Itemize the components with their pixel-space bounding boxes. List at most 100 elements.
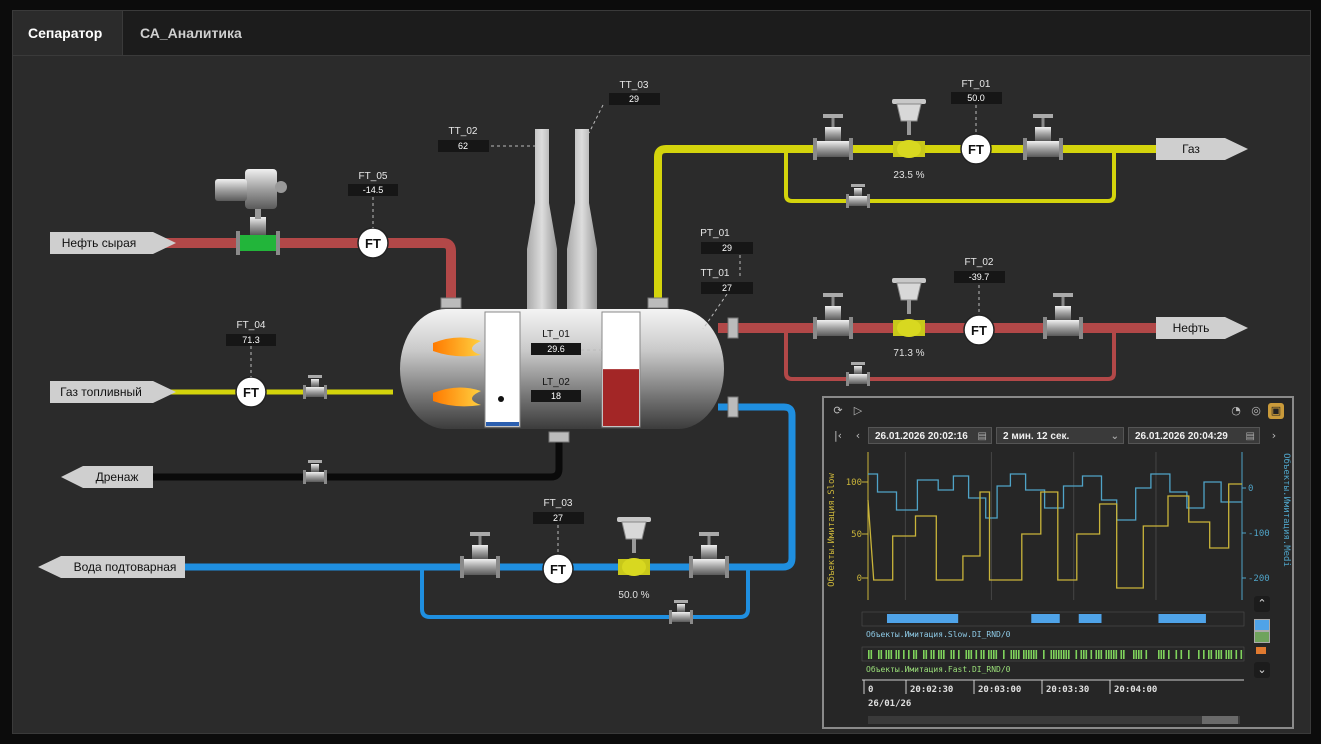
sensor-ft01[interactable]: FT_01 50.0 (951, 79, 1002, 104)
time-tick: 20:02:30 (910, 685, 953, 695)
label-fuel-gas: Газ топливный (50, 381, 176, 403)
sensor-ft03[interactable]: FT_03 27 (533, 498, 584, 524)
start-time-field[interactable]: 26.01.2026 20:02:16▤ (868, 427, 992, 444)
digital-fast-bar (1113, 650, 1115, 659)
legend-color-extra (1256, 647, 1266, 654)
sensor-lt01[interactable]: LT_01 29.6 (531, 329, 581, 355)
water-valve-position: 50.0 % (618, 590, 649, 601)
gas-outlet-pipe (654, 145, 1163, 306)
first-page-icon[interactable]: |‹ (833, 429, 843, 442)
water-valve-left[interactable] (460, 532, 500, 578)
legend-color-fast[interactable] (1254, 631, 1270, 643)
flowmeter-ft05[interactable]: FT (357, 227, 389, 259)
digital-fast-bar (1080, 650, 1083, 659)
scroll-up-icon[interactable]: ⌃ (1254, 596, 1270, 612)
digital-fast-bar (888, 650, 890, 659)
digital-fast-bar (943, 650, 945, 659)
horizontal-scrollbar[interactable] (868, 716, 1240, 724)
tab-separator[interactable]: Сепаратор (13, 11, 123, 55)
digital-fast-bar (1175, 650, 1178, 659)
scrollbar-thumb[interactable] (1202, 716, 1238, 724)
svg-text:FT: FT (550, 562, 566, 577)
digital-fast-bar (868, 650, 870, 659)
sensor-tt03[interactable]: TT_03 29 (609, 80, 660, 105)
tab-bar: Сепаратор СА_Аналитика (13, 11, 1310, 56)
oil-bypass-valve[interactable] (846, 362, 870, 386)
flowmeter-ft02[interactable]: FT (963, 314, 995, 346)
chevron-down-icon: ⌄ (1110, 431, 1119, 442)
digital-fast-bar (895, 650, 898, 659)
water-valve-right[interactable] (689, 532, 729, 578)
process-scheme: Нефть сырая Газ топливный Дренаж Вода по… (38, 79, 1248, 624)
sensor-ft05[interactable]: FT_05 -14.5 (348, 171, 398, 196)
gas-bypass-valve[interactable] (846, 184, 870, 208)
drain-valve[interactable] (303, 460, 327, 484)
prev-icon[interactable]: ‹ (855, 429, 861, 442)
digital-fast-bar (968, 650, 970, 659)
sensor-tt02[interactable]: TT_02 62 (438, 126, 489, 152)
digital-fast-bar (970, 650, 973, 659)
flowmeter-ft03[interactable]: FT (542, 553, 574, 585)
end-time-field[interactable]: 26.01.2026 20:04:29▤ (1128, 427, 1260, 444)
svg-text:FT_04: FT_04 (237, 320, 266, 331)
digital-fast-bar (1083, 650, 1085, 659)
digital-fast-bar (1043, 650, 1045, 659)
play-icon[interactable]: ▷ (853, 404, 863, 417)
svg-text:Нефть: Нефть (1173, 321, 1210, 335)
digital-fast-bar (915, 650, 918, 659)
left-tick: 100 (846, 478, 862, 488)
exhaust-stack-right (567, 129, 597, 313)
oil-control-valve[interactable] (891, 277, 927, 337)
level-gauge-lt02 (484, 311, 521, 428)
svg-text:LT_02: LT_02 (542, 377, 570, 388)
digital-fast-bar (1033, 650, 1035, 659)
sensor-tt01[interactable]: TT_01 27 (701, 268, 753, 294)
svg-text:LT_01: LT_01 (542, 329, 570, 340)
inlet-actuated-valve[interactable] (215, 169, 287, 255)
gas-valve-right[interactable] (1023, 114, 1063, 160)
svg-text:FT_03: FT_03 (544, 498, 573, 509)
tab-sa-analytics[interactable]: СА_Аналитика (140, 25, 242, 41)
svg-text:TT_01: TT_01 (701, 268, 730, 279)
oil-valve-right[interactable] (1043, 293, 1083, 339)
digital-fast-bar (950, 650, 953, 659)
refresh-icon[interactable]: ⟳ (833, 404, 843, 417)
sensor-ft02[interactable]: FT_02 -39.7 (954, 257, 1005, 283)
gas-control-valve[interactable] (891, 98, 927, 158)
oil-valve-left[interactable] (813, 293, 853, 339)
digital-fast-bar (1138, 650, 1140, 659)
scroll-down-icon[interactable]: ⌄ (1254, 662, 1270, 678)
water-bypass-valve[interactable] (669, 600, 693, 624)
gauge-icon[interactable]: ◔ (1231, 404, 1241, 417)
digital-fast-label: Объекты.Имитация.Fast.DI_RND/0 (866, 664, 1011, 674)
right-tick: -100 (1248, 529, 1270, 539)
sensor-leader-lines (250, 104, 980, 554)
digital-fast-bar (1230, 650, 1233, 659)
digital-fast-bar (1105, 650, 1108, 659)
next-icon[interactable]: › (1271, 429, 1277, 442)
export-icon[interactable]: ▣ (1268, 403, 1284, 419)
digital-fast-bar (1028, 650, 1030, 659)
label-water-out: Вода подтоварная (38, 556, 185, 578)
flowmeter-ft01[interactable]: FT (960, 133, 992, 165)
left-tick: 50 (851, 530, 862, 540)
digital-fast-bar (925, 650, 928, 659)
flowmeter-ft04[interactable]: FT (235, 376, 267, 408)
series-slow-line (867, 483, 1242, 589)
digital-fast-bar (1110, 650, 1113, 659)
water-control-valve[interactable] (616, 516, 652, 576)
legend-color-slow[interactable] (1254, 619, 1270, 631)
digital-fast-bar (933, 650, 935, 659)
gas-valve-left[interactable] (813, 114, 853, 160)
sensor-lt02[interactable]: LT_02 18 (531, 377, 581, 402)
svg-text:-39.7: -39.7 (969, 272, 990, 282)
label-crude-in: Нефть сырая (50, 232, 176, 254)
sensor-pt01[interactable]: PT_01 29 (700, 228, 753, 254)
settings-icon[interactable]: ◎ (1251, 404, 1261, 417)
digital-fast-bar (988, 650, 990, 659)
digital-slow-bars (886, 614, 1206, 623)
interval-select[interactable]: 2 мин. 12 сек.⌄ (996, 427, 1124, 444)
fuel-gas-valve[interactable] (303, 375, 327, 399)
label-oil-out: Нефть (1156, 317, 1248, 339)
sensor-ft04[interactable]: FT_04 71.3 (226, 320, 276, 346)
